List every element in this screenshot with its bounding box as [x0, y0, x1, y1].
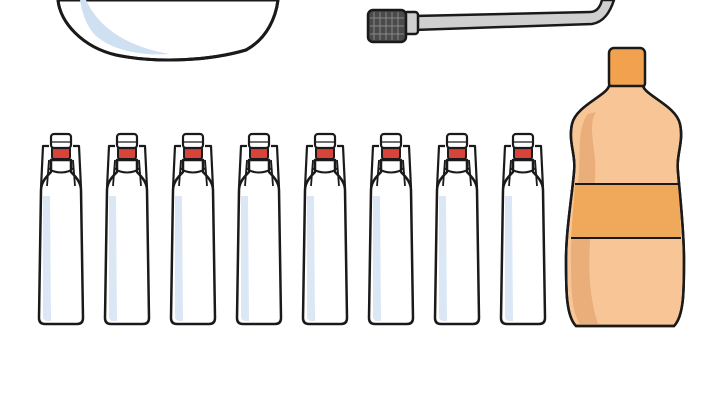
swing-top-bottle-icon — [235, 132, 283, 326]
bottle-row — [37, 132, 547, 326]
sharpening-steel-icon — [366, 0, 616, 44]
swing-top-bottle-icon — [37, 132, 85, 326]
swing-top-bottle-icon — [367, 132, 415, 326]
swing-top-bottle-icon — [301, 132, 349, 326]
swing-top-bottle-icon — [433, 132, 481, 326]
swing-top-bottle-icon — [499, 132, 547, 326]
plastic-bottle-icon — [564, 46, 686, 328]
swing-top-bottle-icon — [103, 132, 151, 326]
bowl-icon — [56, 0, 280, 62]
swing-top-bottle-icon — [169, 132, 217, 326]
